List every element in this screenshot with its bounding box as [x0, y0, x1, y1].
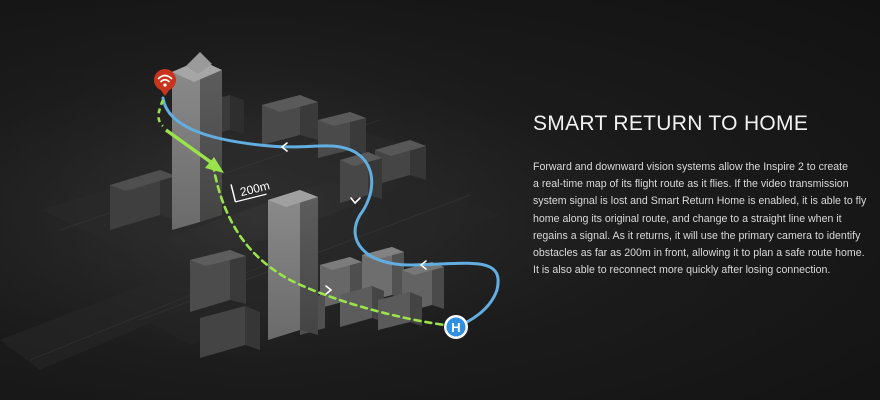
forward-vision-arrow-icon [164, 128, 224, 173]
body-line: a real-time map of its flight route as i… [533, 178, 849, 191]
home-marker-icon: H [444, 315, 468, 339]
body-line: regains a signal. As it returns, it will… [533, 229, 861, 242]
body-line: Forward and downward vision systems allo… [533, 161, 849, 173]
lost-signal-route-path [157, 99, 165, 127]
wifi-signal-icon [154, 69, 176, 96]
body-line: It is also able to reconnect more quickl… [533, 264, 831, 277]
background-buildings [190, 95, 426, 203]
route-arrow-icon [280, 142, 427, 270]
body-line: system signal is lost and Smart Return H… [533, 195, 867, 208]
home-marker-letter: H [451, 320, 460, 335]
section-body: Forward and downward vision systems allo… [533, 159, 867, 279]
feature-description: SMART RETURN TO HOME Forward and downwar… [533, 112, 867, 279]
direct-route-arrow-icon [325, 285, 333, 295]
middle-building [268, 190, 318, 340]
left-buildings [110, 170, 260, 358]
flight-route-illustration: 200m H [0, 0, 560, 400]
body-line: home along its original route, and chang… [533, 212, 842, 225]
original-route-path [161, 96, 500, 329]
direct-route-path [212, 168, 455, 328]
section-title: SMART RETURN TO HOME [533, 112, 809, 135]
body-line: obstacles as far as 200m in front, allow… [533, 247, 865, 260]
